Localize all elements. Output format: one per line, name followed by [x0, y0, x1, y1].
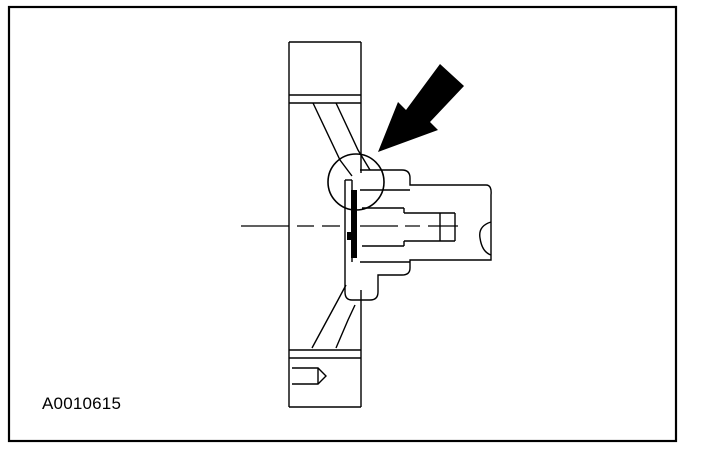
housing-plate: [288, 41, 371, 408]
figure-frame: [7, 5, 678, 443]
seal-strip: [351, 190, 357, 258]
seal-lip: [347, 232, 351, 240]
pointer-arrow-icon: [378, 64, 464, 152]
figure-id-label: A0010615: [42, 394, 122, 413]
detail-callout-circle: [327, 153, 385, 211]
